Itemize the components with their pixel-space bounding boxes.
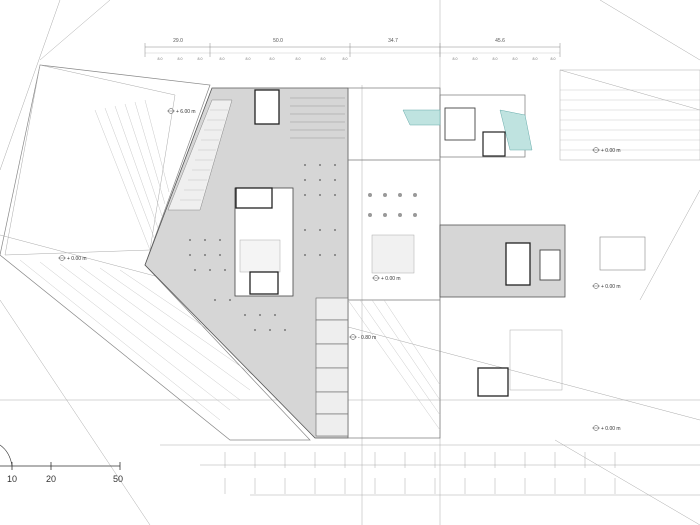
- level-marker: + 6.00 m: [167, 108, 196, 115]
- scale-bar: 10 20 50: [0, 444, 123, 484]
- svg-text:8.0: 8.0: [198, 57, 203, 61]
- svg-text:+ 0.00 m: + 0.00 m: [601, 426, 621, 432]
- svg-text:8.0: 8.0: [321, 57, 326, 61]
- east-wing: [402, 69, 700, 397]
- svg-text:8.0: 8.0: [473, 57, 478, 61]
- svg-text:+ 6.00 m: + 6.00 m: [176, 109, 196, 115]
- south-rooms: [315, 297, 349, 437]
- main-building-floor: [144, 87, 349, 439]
- svg-text:8.0: 8.0: [270, 57, 275, 61]
- dimension-label: 29.0: [173, 38, 183, 44]
- level-markers: + 6.00 m + 0.00 m + 0.00 m - 0.80 m + 0.…: [58, 108, 621, 432]
- level-marker: + 0.00 m: [592, 425, 621, 432]
- level-marker: - 0.80 m: [349, 334, 376, 341]
- dimension-label: 50.0: [273, 38, 283, 44]
- level-marker: + 0.00 m: [592, 147, 621, 154]
- svg-text:+ 0.00 m: + 0.00 m: [67, 256, 87, 262]
- svg-text:8.0: 8.0: [158, 57, 163, 61]
- furniture-clusters: [189, 164, 336, 331]
- svg-text:8.0: 8.0: [493, 57, 498, 61]
- svg-text:8.0: 8.0: [551, 57, 556, 61]
- scale-tick-label: 20: [46, 474, 56, 484]
- svg-text:8.0: 8.0: [178, 57, 183, 61]
- scale-tick-label: 50: [113, 474, 123, 484]
- svg-text:- 0.80 m: - 0.80 m: [358, 335, 376, 341]
- dimension-label: 45.6: [495, 38, 505, 44]
- svg-text:8.0: 8.0: [513, 57, 518, 61]
- tree-row: [368, 193, 417, 217]
- level-marker: + 0.00 m: [58, 255, 87, 262]
- dimension-line: 29.0 50.0 34.7 45.6 8.0 8.0 8.0 8.0 8.0 …: [144, 38, 561, 61]
- svg-text:8.0: 8.0: [453, 57, 458, 61]
- svg-text:+ 0.00 m: + 0.00 m: [601, 284, 621, 290]
- svg-text:8.0: 8.0: [220, 57, 225, 61]
- dimension-label: 34.7: [388, 38, 398, 44]
- seating-rows: [290, 97, 345, 139]
- svg-text:+ 0.00 m: + 0.00 m: [381, 276, 401, 282]
- svg-text:8.0: 8.0: [343, 57, 348, 61]
- svg-text:8.0: 8.0: [296, 57, 301, 61]
- svg-text:+ 0.00 m: + 0.00 m: [601, 148, 621, 154]
- svg-text:8.0: 8.0: [246, 57, 251, 61]
- west-landscape: [0, 64, 311, 441]
- svg-text:8.0: 8.0: [533, 57, 538, 61]
- level-marker: + 0.00 m: [372, 275, 401, 282]
- central-zone: [347, 87, 441, 439]
- level-marker: + 0.00 m: [592, 283, 621, 290]
- sub-dimension-labels: 8.0 8.0 8.0 8.0 8.0 8.0 8.0 8.0 8.0 8.0 …: [158, 57, 556, 61]
- parking-bays: [224, 452, 616, 494]
- scale-tick-label: 10: [7, 474, 17, 484]
